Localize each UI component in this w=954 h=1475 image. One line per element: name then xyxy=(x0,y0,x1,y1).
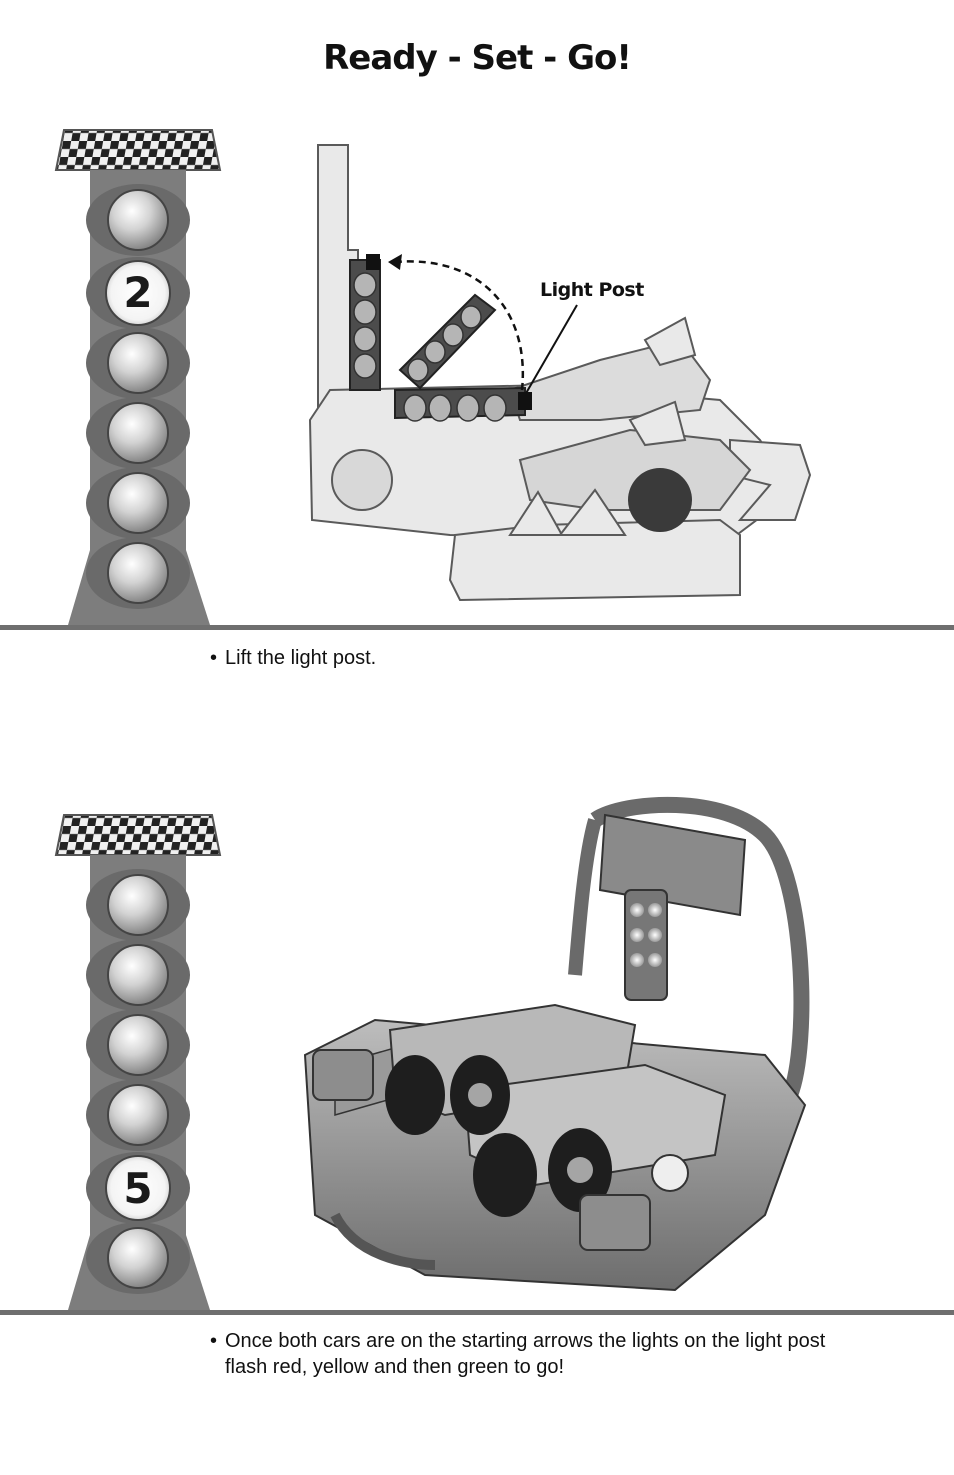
light-ball xyxy=(107,944,169,1006)
light-ball xyxy=(107,332,169,394)
race-track-illustration xyxy=(303,796,810,1292)
page-title: Ready - Set - Go! xyxy=(323,38,632,78)
instruction-text-line-1: Once both cars are on the starting arrow… xyxy=(225,1330,826,1352)
step-tower-5: 5 xyxy=(54,814,222,1310)
bullet-dot: • xyxy=(210,1330,218,1352)
light-post-callout: Light Post xyxy=(540,279,644,301)
light-post-illustration xyxy=(308,144,812,602)
light-ball-lit xyxy=(105,1155,171,1221)
light-ball xyxy=(107,1084,169,1146)
step-number: 2 xyxy=(123,268,152,317)
instruction-text-line-2: flash red, yellow and then green to go! xyxy=(225,1356,565,1378)
light-ball-lit xyxy=(105,260,171,326)
instruction-step-5: • Once both cars are on the starting arr… xyxy=(210,1328,930,1380)
instruction-step-2: • Lift the light post. xyxy=(210,645,910,671)
checkered-flag-banner xyxy=(54,129,222,171)
step-tower-2: 2 xyxy=(54,129,222,625)
light-ball xyxy=(107,874,169,936)
light-ball xyxy=(107,189,169,251)
light-ball xyxy=(107,542,169,604)
step-number: 5 xyxy=(123,1164,152,1213)
divider-rule xyxy=(0,1310,954,1315)
light-ball xyxy=(107,472,169,534)
bullet-dot: • xyxy=(210,647,218,669)
divider-rule xyxy=(0,625,954,630)
instruction-text: Lift the light post. xyxy=(225,647,377,669)
checkered-flag-banner xyxy=(54,814,222,856)
light-ball xyxy=(107,402,169,464)
light-ball xyxy=(107,1227,169,1289)
light-ball xyxy=(107,1014,169,1076)
